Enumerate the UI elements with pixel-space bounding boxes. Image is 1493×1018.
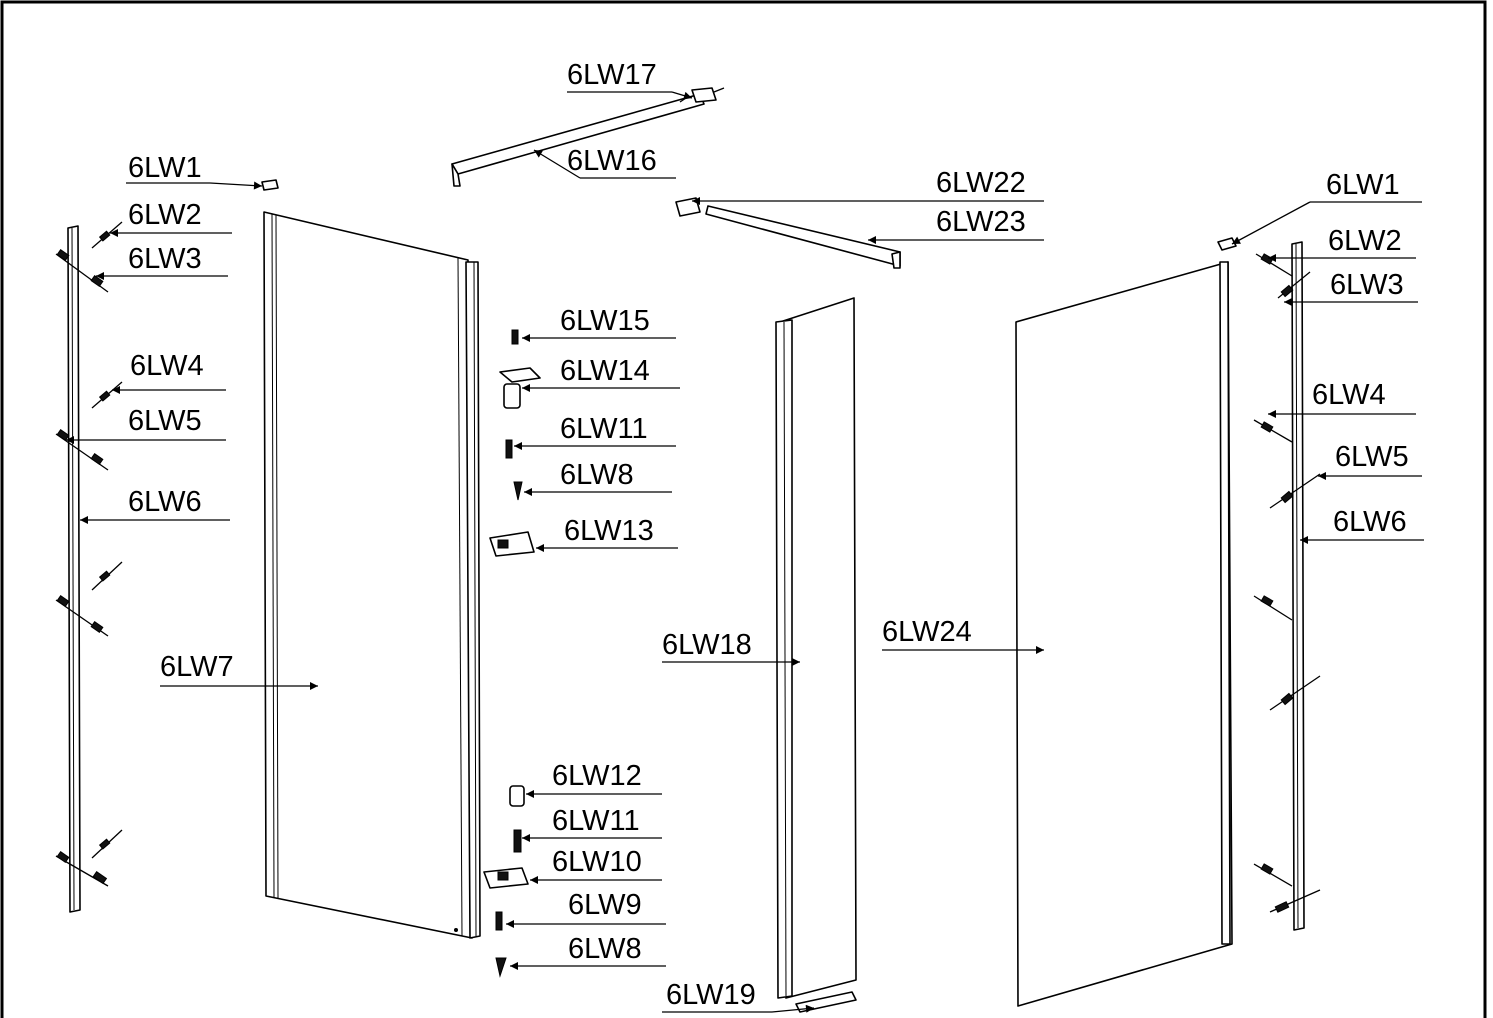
callout-6lw24: 6LW24 <box>882 616 1044 654</box>
svg-text:6LW3: 6LW3 <box>1330 269 1404 301</box>
right-wall-fixings <box>1253 253 1321 913</box>
callout-6lw17: 6LW17 <box>567 59 693 100</box>
callout-left-6lw2: 6LW2 <box>110 199 232 237</box>
svg-text:6LW2: 6LW2 <box>128 199 202 231</box>
right-top-cap <box>1217 237 1237 251</box>
callout-6lw23: 6LW23 <box>868 206 1044 244</box>
svg-text:6LW13: 6LW13 <box>564 515 654 547</box>
svg-text:6LW18: 6LW18 <box>662 629 752 661</box>
callout-6lw13: 6LW13 <box>536 515 678 552</box>
callout-6lw11-lower: 6LW11 <box>522 805 662 842</box>
svg-text:6LW22: 6LW22 <box>936 167 1026 199</box>
callout-right-6lw5: 6LW5 <box>1318 441 1422 480</box>
callout-6lw8-lower: 6LW8 <box>510 933 666 970</box>
svg-text:6LW4: 6LW4 <box>1312 379 1386 411</box>
right-fixed-panel <box>1015 261 1233 1007</box>
callout-right-6lw3: 6LW3 <box>1284 269 1418 306</box>
svg-text:6LW10: 6LW10 <box>552 846 642 878</box>
svg-text:6LW1: 6LW1 <box>128 152 202 184</box>
callout-6lw9: 6LW9 <box>506 889 666 928</box>
svg-text:6LW4: 6LW4 <box>130 350 204 382</box>
svg-text:6LW8: 6LW8 <box>568 933 642 965</box>
callout-right-6lw2: 6LW2 <box>1268 225 1416 262</box>
callout-6lw16: 6LW16 <box>533 145 676 179</box>
svg-text:6LW15: 6LW15 <box>560 305 650 337</box>
callout-right-6lw6: 6LW6 <box>1300 506 1424 544</box>
svg-text:6LW19: 6LW19 <box>666 979 756 1011</box>
callout-6lw18: 6LW18 <box>662 629 800 666</box>
callout-6lw15: 6LW15 <box>522 305 676 342</box>
svg-text:6LW11: 6LW11 <box>560 413 648 445</box>
callout-6lw22: 6LW22 <box>692 167 1044 205</box>
callout-6lw8-upper: 6LW8 <box>524 459 672 496</box>
callout-left-6lw1: 6LW1 <box>126 152 263 190</box>
svg-text:6LW23: 6LW23 <box>936 206 1026 238</box>
svg-text:6LW5: 6LW5 <box>128 405 202 437</box>
callout-left-6lw6: 6LW6 <box>80 486 230 524</box>
svg-text:6LW16: 6LW16 <box>567 145 657 177</box>
callout-6lw12: 6LW12 <box>526 760 662 798</box>
right-wall-profile <box>1291 241 1305 931</box>
callout-left-6lw5: 6LW5 <box>66 405 226 444</box>
left-top-cap <box>261 179 279 191</box>
callout-6lw11-upper: 6LW11 <box>514 413 676 450</box>
svg-text:6LW2: 6LW2 <box>1328 225 1402 257</box>
svg-text:6LW3: 6LW3 <box>128 243 202 275</box>
svg-text:6LW14: 6LW14 <box>560 355 650 387</box>
svg-text:6LW12: 6LW12 <box>552 760 642 792</box>
callout-6lw14: 6LW14 <box>522 355 680 392</box>
svg-text:6LW8: 6LW8 <box>560 459 634 491</box>
svg-text:6LW9: 6LW9 <box>568 889 642 921</box>
callout-6lw19: 6LW19 <box>662 979 815 1013</box>
svg-text:6LW7: 6LW7 <box>160 651 234 683</box>
left-wall-fixings <box>55 221 123 887</box>
towel-bar-lower <box>675 197 901 269</box>
svg-text:6LW6: 6LW6 <box>128 486 202 518</box>
towel-bar-upper <box>451 87 725 187</box>
svg-text:6LW1: 6LW1 <box>1326 169 1400 201</box>
svg-text:6LW11: 6LW11 <box>552 805 640 837</box>
hinge-hardware <box>483 329 541 978</box>
inline-glass-panel <box>775 297 857 1013</box>
svg-text:6LW6: 6LW6 <box>1333 506 1407 538</box>
svg-text:6LW17: 6LW17 <box>567 59 657 91</box>
callout-right-6lw1: 6LW1 <box>1231 169 1422 245</box>
callout-right-6lw4: 6LW4 <box>1268 379 1416 418</box>
door-glass-panel <box>263 211 481 939</box>
left-wall-profile <box>67 225 81 913</box>
callout-left-6lw7: 6LW7 <box>160 651 318 690</box>
callout-left-6lw3: 6LW3 <box>96 243 228 280</box>
svg-text:6LW5: 6LW5 <box>1335 441 1409 473</box>
svg-text:6LW24: 6LW24 <box>882 616 972 648</box>
callout-left-6lw4: 6LW4 <box>112 350 226 394</box>
callout-6lw10: 6LW10 <box>530 846 662 884</box>
